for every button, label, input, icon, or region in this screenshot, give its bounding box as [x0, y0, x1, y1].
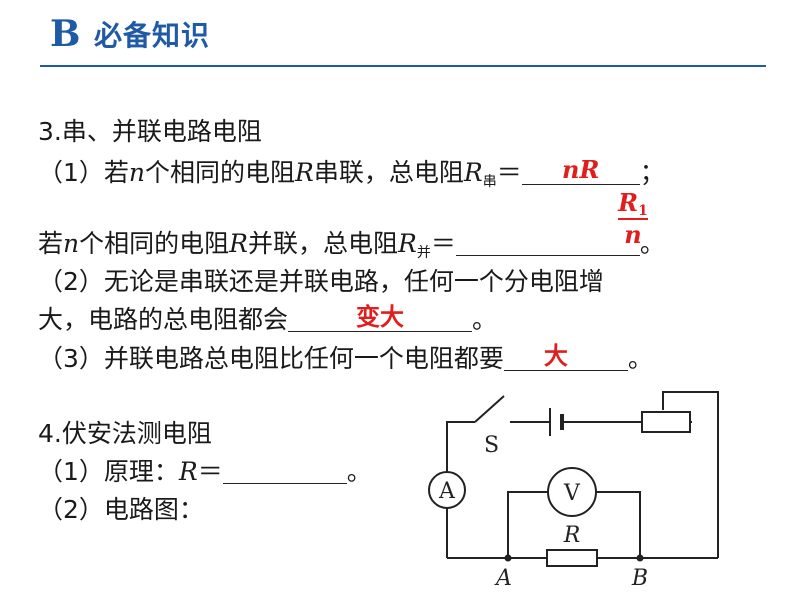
item1-series-line: （1）若n个相同的电阻R串联，总电阻R串＝nR；	[38, 155, 665, 191]
section4-title: 4.伏安法测电阻	[38, 419, 212, 448]
ammeter-label: A	[438, 479, 456, 504]
item1-parallel-line: 若n个相同的电阻R并联，总电阻R并＝。	[38, 229, 665, 261]
header-divider	[40, 65, 766, 67]
wire-voltmeter-right	[596, 491, 641, 558]
circuit-diagram: S A V R A B	[428, 391, 719, 590]
voltmeter-circle	[547, 467, 597, 517]
item2-line1: （2）无论是串联还是并联电路，任何一个分电阻增	[38, 267, 604, 296]
resistor-body	[546, 549, 598, 567]
wire-left-upper	[446, 421, 475, 472]
answer-blank-series[interactable]: nR	[521, 155, 640, 185]
section-header: B 必备知识	[0, 0, 800, 70]
section4-item1: （1）原理：R＝。	[38, 457, 372, 486]
rheostat-slider-wire	[662, 391, 719, 558]
section-letter: B	[50, 13, 81, 55]
ammeter-circle	[428, 471, 466, 509]
switch-arm	[474, 395, 505, 423]
answer-series: nR	[562, 155, 600, 184]
answer-blank-principle[interactable]	[222, 457, 347, 484]
item2-line2: 大，电路的总电阻都会变大。	[38, 303, 498, 334]
rheostat-body	[641, 411, 691, 433]
section4-item2: （2）电路图：	[38, 495, 204, 524]
fraction-bar	[618, 218, 648, 220]
node-b-dot	[636, 554, 644, 562]
answer-parallel-fraction: R1 n	[618, 188, 648, 249]
resistor-label: R	[563, 523, 581, 548]
answer-blank-item3[interactable]: 大	[503, 342, 628, 371]
switch-label: S	[484, 433, 499, 458]
voltmeter-label: V	[563, 481, 581, 506]
section-title: 必备知识	[94, 19, 211, 52]
answer-item3: 大	[543, 342, 568, 370]
answer-blank-parallel[interactable]	[455, 229, 640, 256]
answer-blank-item2[interactable]: 变大	[288, 303, 473, 332]
wire-voltmeter-left	[507, 491, 548, 558]
node-a-label: A	[494, 566, 512, 590]
section3-title: 3.串、并联电路电阻	[38, 117, 262, 146]
item3-line: （3）并联电路总电阻比任何一个电阻都要大。	[38, 342, 653, 373]
answer-item2: 变大	[356, 303, 405, 331]
node-b-label: B	[631, 566, 648, 590]
node-a-dot	[504, 554, 512, 562]
